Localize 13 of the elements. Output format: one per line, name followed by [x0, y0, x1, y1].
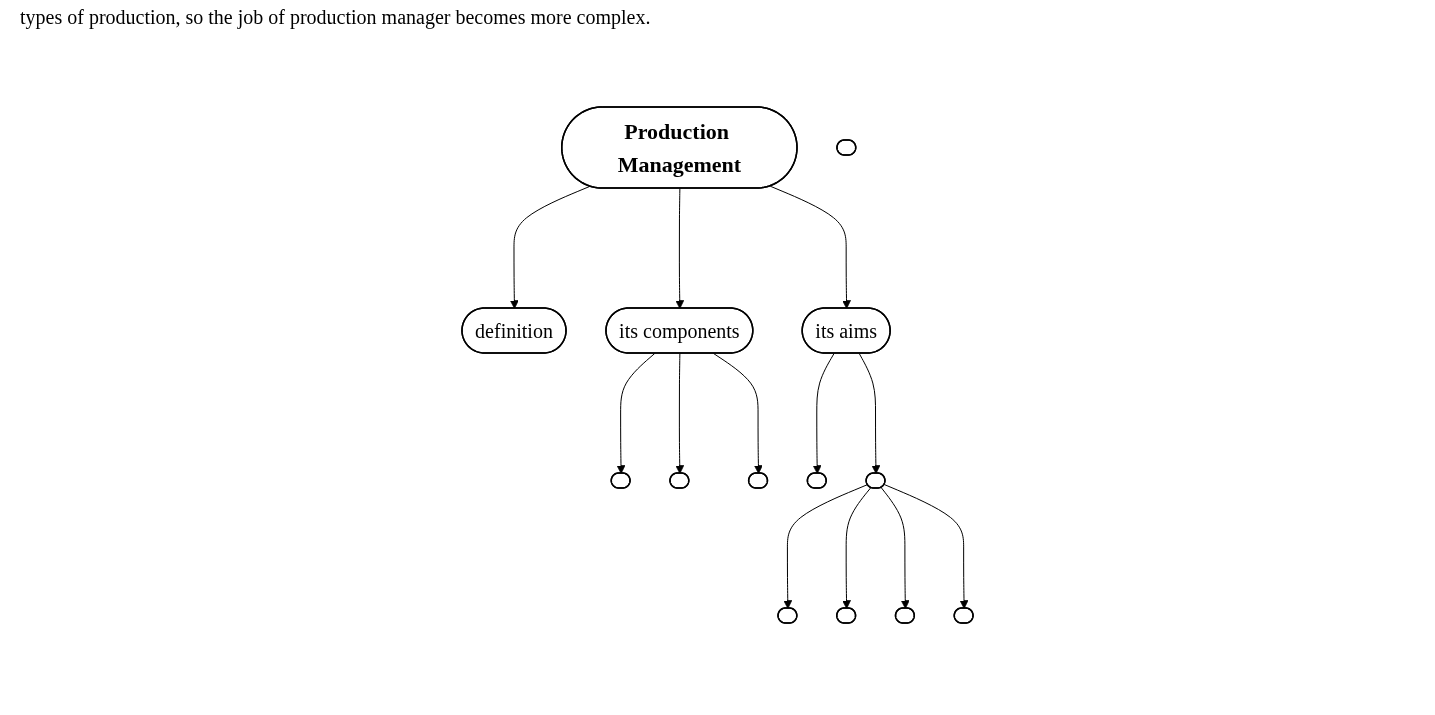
arrow [675, 353, 685, 474]
arrow [883, 484, 969, 609]
arrow [769, 185, 851, 309]
arrow [509, 185, 591, 309]
text-line: types of production, so the job of production manager becomes more complex. [20, 6, 652, 29]
arrow [812, 353, 835, 474]
arrow [675, 188, 685, 309]
arrow [616, 353, 656, 474]
arrow [842, 487, 872, 609]
arrow [713, 353, 763, 474]
arrow [783, 484, 869, 609]
arrow [858, 353, 881, 474]
arrow [880, 487, 910, 609]
